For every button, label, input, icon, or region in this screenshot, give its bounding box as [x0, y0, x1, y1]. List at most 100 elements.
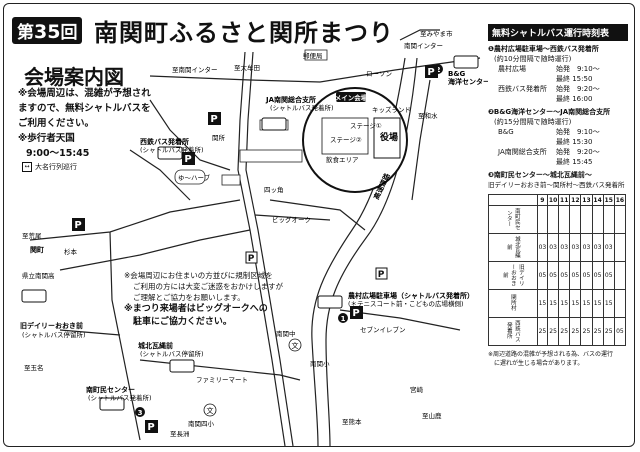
time-cell: 05	[536, 261, 549, 290]
edition-suffix: 回	[60, 23, 78, 43]
route-3-title: ❸南町民センター～城北瓦縄前～	[488, 171, 592, 179]
pedestrian-title: ※歩行者天国	[18, 133, 75, 144]
label-noson-note: (＊テニスコート前・こどもの広場横側)	[348, 299, 464, 308]
road-west	[29, 199, 241, 241]
pedestrian-time: 9:00～15:45	[26, 148, 90, 159]
label-miyazaki: 宮崎	[410, 385, 424, 394]
time-cell: 15	[547, 289, 560, 318]
route-1-stop-2-first: 始発 9:20～	[556, 85, 600, 93]
route-1-stop-1-last: 最終 15:50	[556, 75, 593, 83]
time-cell	[613, 261, 627, 290]
time-cell: 05	[602, 261, 615, 290]
parking-markers: P P P P P P P P	[72, 65, 438, 433]
label-town-hall: 役場	[379, 131, 398, 143]
table-header-row: 9 10 11 12 13 14 15 16	[488, 194, 627, 206]
venue-guide-title: 会場案内図	[24, 65, 124, 89]
residents-line-2: ご利用の方には大変ご迷惑をおかけしますが	[133, 282, 283, 291]
time-cell: 15	[591, 289, 604, 318]
parking-icon-6	[72, 218, 85, 231]
timetable-header: 無料シャトルバス運行時刻表	[488, 24, 628, 41]
residents-line-1: ※会場周辺にお住まいの方並びに規制区域を	[124, 271, 273, 280]
time-cell	[536, 205, 549, 234]
residents-note: ※会場周辺にお住まいの方並びに規制区域を ご利用の方には大変ご迷惑をおかけします…	[124, 270, 283, 303]
table-corner	[488, 194, 538, 206]
route-2-interval: (約15分間隔で随時運行)	[494, 118, 572, 126]
parking-icon-8-p: P	[248, 254, 255, 264]
stop-name: 南町民センター	[505, 207, 520, 230]
label-food-area: 飲食エリア	[326, 155, 359, 164]
stop-name: 城北瓦縄前	[505, 235, 520, 258]
route-1-title: ❶農村広場駐車場～西鉄バス発着所	[488, 45, 599, 53]
label-stage-2: ステージ②	[330, 136, 362, 144]
bus-icon-minami	[99, 397, 125, 411]
time-cell	[580, 205, 593, 234]
table-row: 南町民センター	[488, 205, 627, 234]
residents-line-3: ご理解とご協力をお願いします。	[133, 293, 245, 302]
stop-name-cell: 旧デイリーおおき前	[488, 261, 538, 290]
label-stage-1: ステージ①	[350, 122, 382, 130]
time-cell	[591, 205, 604, 234]
label-post-office: 郵便局	[303, 51, 323, 60]
label-nishitetsu-shuttle: (シャトルバス発着所)	[140, 145, 204, 154]
parking-icon-5-p: P	[147, 422, 154, 433]
time-cell	[547, 205, 560, 234]
time-cell: 15	[569, 289, 582, 318]
label-main-venue: メイン会場	[335, 93, 368, 102]
time-cell: 25	[569, 317, 582, 346]
route-2-stop-1-last: 最終 15:30	[556, 138, 593, 146]
parking-icon-4	[350, 306, 363, 319]
edition-number: 35	[34, 21, 61, 43]
block-1	[239, 149, 303, 163]
label-yuherb: ゆ～ハーブ	[178, 173, 211, 182]
label-daily-okiki: 旧デイリーおおき前	[20, 321, 83, 330]
time-cell: 03	[569, 233, 582, 262]
hour-header: 11	[558, 194, 571, 206]
label-to-omuta: 至大牟田	[234, 63, 260, 72]
congestion-note: ※会場周辺は、混雑が予想され ますので、無料シャトルバスを ご利用ください。 ※…	[18, 86, 151, 161]
bus-icon-noson	[317, 295, 343, 309]
label-yotsukado: 四ッ角	[264, 185, 284, 194]
parking-icon-2	[208, 112, 221, 125]
label-to-miyama: 至みやま市	[420, 29, 453, 38]
map-svg: 2 1 3 P P P P P P P P	[20, 29, 488, 447]
bus-icon-johoku	[169, 359, 195, 373]
hour-header: 13	[580, 194, 593, 206]
town-hall-block	[373, 117, 401, 159]
road-sw2	[59, 329, 121, 336]
parking-icon-5	[145, 420, 158, 433]
time-cell: 03	[602, 233, 615, 262]
route-2-row-2: JA南関総合支所始発 9:20～最終 15:45	[488, 147, 628, 167]
time-cell: 03	[536, 233, 549, 262]
time-cell	[613, 205, 627, 234]
time-cell: 05	[613, 317, 627, 346]
label-bg: B&G	[448, 70, 465, 78]
route-2-title: ❷B&G海洋センター～JA南関総合支所	[488, 108, 611, 116]
route-2-stop-1-first: 始発 9:10～	[556, 128, 600, 136]
parade-arrow-icon: ↔	[22, 162, 32, 172]
time-cell: 15	[558, 289, 571, 318]
route-3: ❸南町民センター～城北瓦縄前～ 旧デイリーおおき前～関所村～西鉄バス発着所	[488, 170, 628, 190]
road-center-e2	[254, 214, 331, 221]
school-icon-2	[203, 403, 217, 417]
page-border	[3, 3, 635, 447]
parking-icon-7	[375, 267, 388, 280]
time-cell	[602, 205, 615, 234]
footnote-line-1: ※周辺道路の混雑が予想される為、バスの運行	[488, 351, 614, 358]
block-3	[221, 174, 241, 186]
hour-header: 15	[602, 194, 615, 206]
road-nw	[149, 99, 231, 171]
stop-name-cell: 城北瓦縄前	[488, 233, 538, 262]
route-marker-1	[338, 313, 348, 323]
parking-icon-1	[182, 152, 195, 165]
time-cell: 25	[547, 317, 560, 346]
route-2-stop-1: B&G	[498, 128, 514, 136]
route-1-stop-1-first: 始発 9:10～	[556, 65, 600, 73]
road-network	[29, 29, 481, 447]
label-to-arao: 至荒尾	[22, 231, 42, 240]
label-ja-branch: JA南関総合支所	[265, 95, 316, 104]
label-nankan-interchange: 南関インター	[404, 41, 443, 50]
